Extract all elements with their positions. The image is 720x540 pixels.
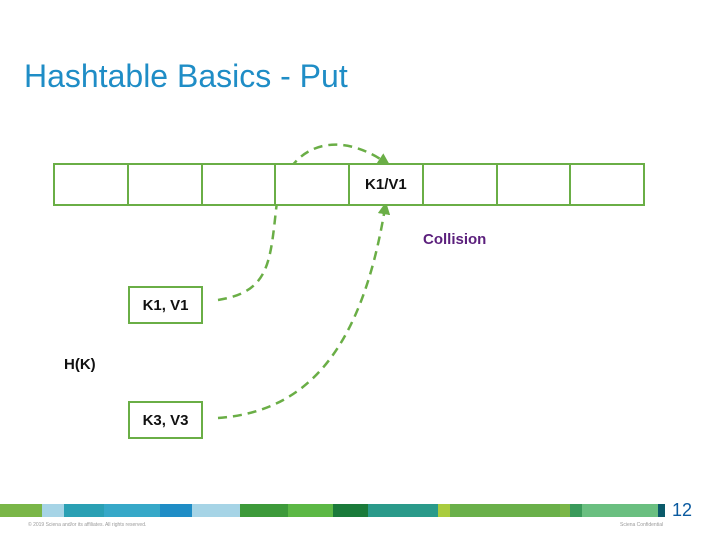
- bar-segment: [288, 504, 333, 517]
- bar-segment: [560, 504, 570, 517]
- bucket-3: [276, 165, 350, 204]
- footer-confidential: Sciena Confidential: [620, 522, 664, 528]
- bucket-2: [203, 165, 277, 204]
- hash-function-label: H(K): [64, 356, 96, 373]
- bar-segment: [450, 504, 560, 517]
- bucket-4: K1/V1: [350, 165, 424, 204]
- bucket-7: [571, 165, 643, 204]
- slide-title: Hashtable Basics - Put: [24, 58, 348, 94]
- collision-label: Collision: [423, 231, 487, 248]
- bar-segment: [42, 504, 64, 517]
- bar-segment: [64, 504, 104, 517]
- bar-segment: [438, 504, 450, 517]
- bar-segment: [582, 504, 658, 517]
- bucket-5: [424, 165, 498, 204]
- footer-copyright: © 2019 Sciena and/or its affiliates. All…: [28, 522, 147, 528]
- page-number: 12: [672, 500, 693, 520]
- bar-segment: [570, 504, 582, 517]
- bucket-6: [498, 165, 572, 204]
- bar-segment: [368, 504, 438, 517]
- footer-color-bar: [0, 504, 665, 517]
- bar-segment: [104, 504, 160, 517]
- bucket-1: [129, 165, 203, 204]
- entry-k3-v3: K3, V3: [128, 401, 203, 439]
- bar-segment: [192, 504, 240, 517]
- bar-segment: [333, 504, 368, 517]
- bar-segment: [658, 504, 665, 517]
- bucket-0: [55, 165, 129, 204]
- entry-k1-v1: K1, V1: [128, 286, 203, 324]
- arrow-k3-to-slot: [217, 201, 391, 420]
- bar-segment: [160, 504, 192, 517]
- hashtable-array: K1/V1: [53, 163, 645, 206]
- bar-segment: [240, 504, 288, 517]
- bar-segment: [0, 504, 42, 517]
